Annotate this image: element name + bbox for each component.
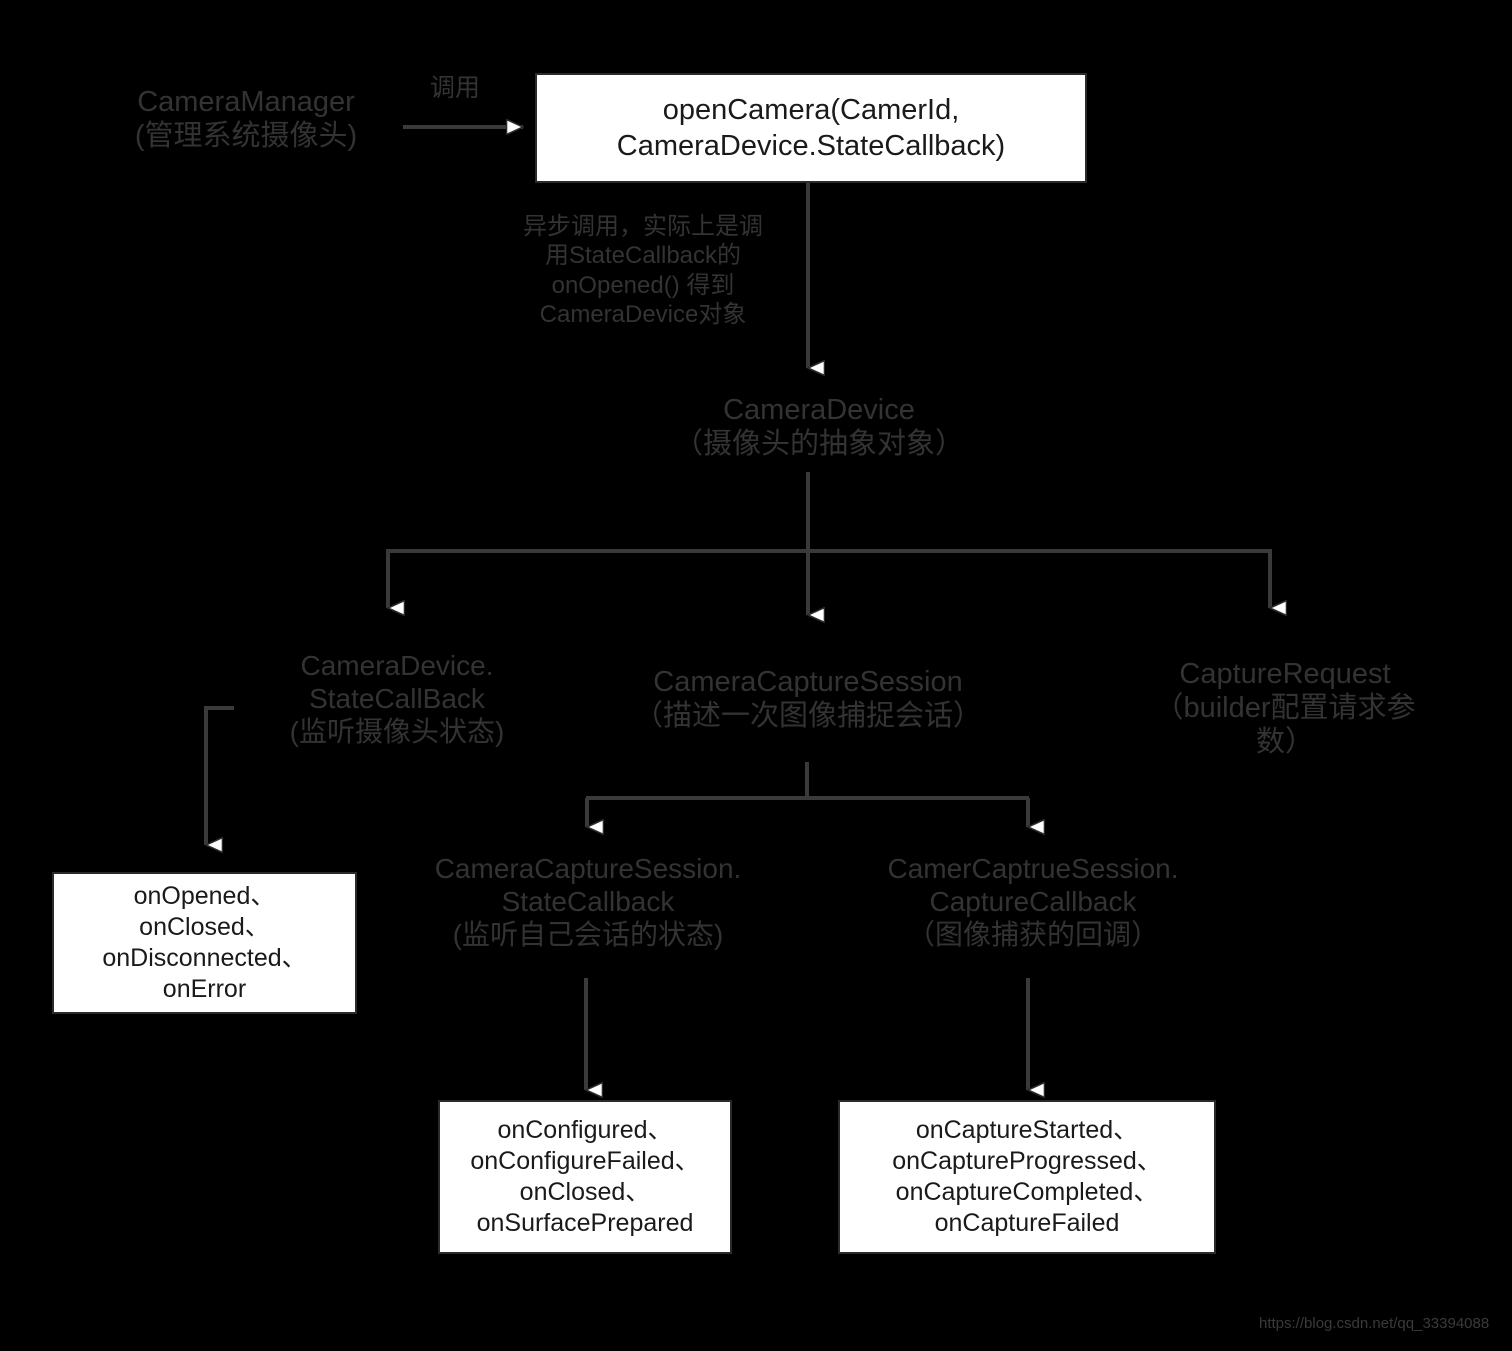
box-capture-callback-methods: onCaptureStarted、 onCaptureProgressed、 o… — [838, 1100, 1216, 1254]
node-capture-request: CaptureRequest （builder配置请求参 数） — [1154, 658, 1416, 759]
edge-label-call: 调用 — [429, 74, 480, 102]
node-camera-device-state-callback: CameraDevice. StateCallBack (监听摄像头状态) — [289, 650, 505, 748]
box-session-state-methods: onConfigured、 onConfigureFailed、 onClose… — [438, 1100, 732, 1254]
node-session-capture-callback: CamerCaptrueSession. CaptureCallback （图像… — [887, 853, 1179, 951]
watermark: https://blog.csdn.net/qq_33394088 — [1259, 1315, 1490, 1332]
edge-capturesession-bus — [585, 762, 1029, 827]
edge-cameradevice-bus — [386, 472, 1272, 615]
box-device-state-callbacks: onOpened、 onClosed、 onDisconnected、 onEr… — [52, 872, 357, 1014]
box-open-camera: openCamera(CamerId, CameraDevice.StateCa… — [535, 73, 1087, 183]
node-camera-device: CameraDevice （摄像头的抽象对象） — [673, 394, 964, 461]
node-camera-manager: CameraManager (管理系统摄像头) — [134, 86, 358, 153]
edge-statecallback-to-methods — [204, 706, 234, 845]
node-camera-capture-session: CameraCaptureSession （描述一次图像捕捉会话） — [633, 666, 982, 733]
node-session-state-callback: CameraCaptureSession. StateCallback (监听自… — [434, 853, 742, 951]
edge-label-async-call: 异步调用，实际上是调 用StateCallback的 onOpened() 得到… — [523, 213, 763, 328]
